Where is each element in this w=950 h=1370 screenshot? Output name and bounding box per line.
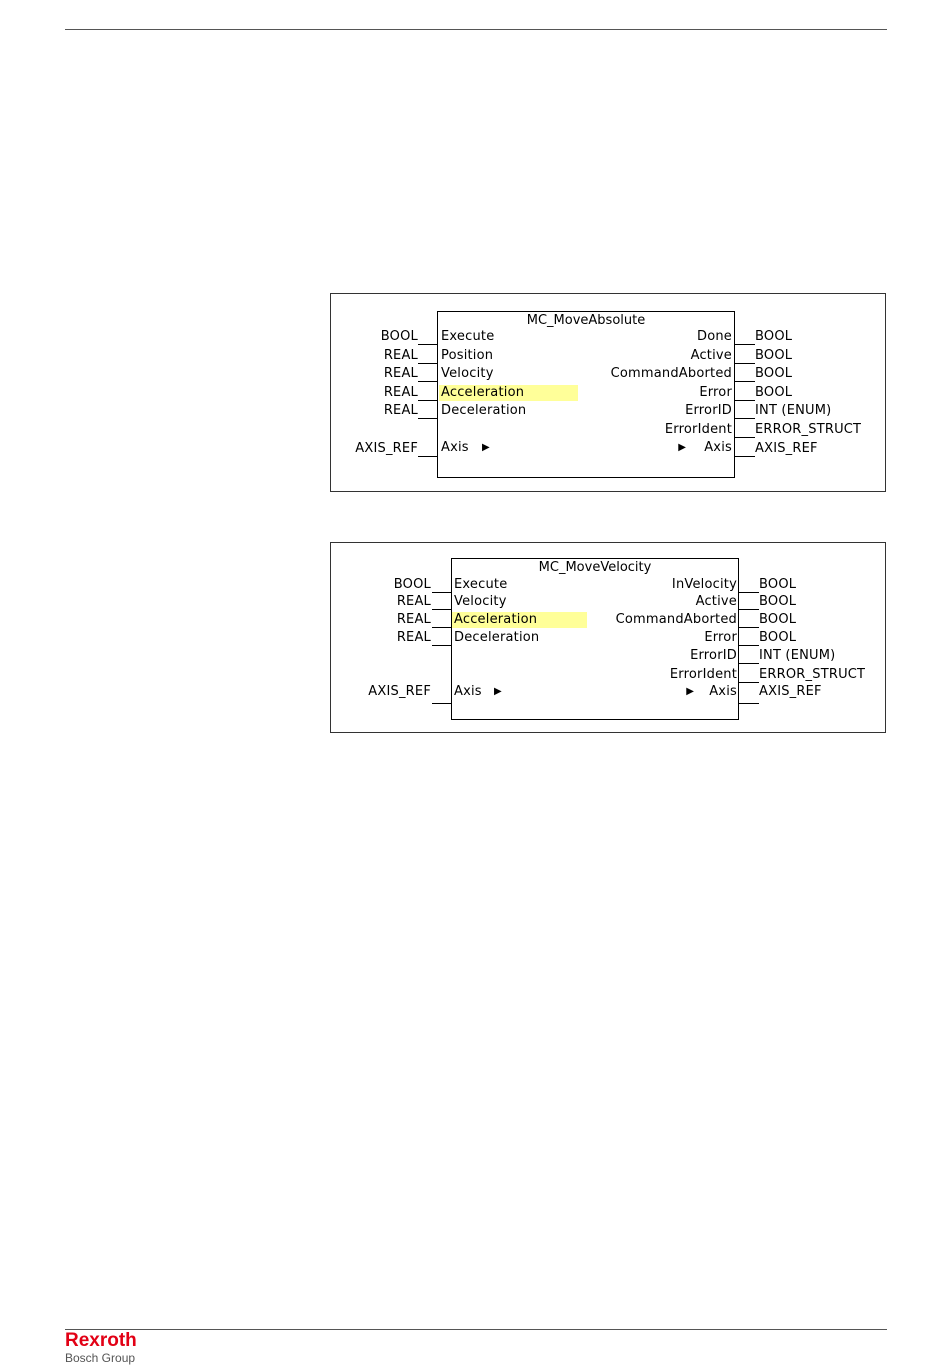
output-pin (735, 437, 755, 438)
output-errorident: ErrorIdent (664, 422, 732, 437)
output-active: Active (695, 594, 737, 609)
output-errorident: ErrorIdent (669, 667, 737, 682)
input-axis: Axis (441, 440, 469, 455)
output-type-error: BOOL (755, 385, 793, 400)
output-pin (735, 344, 755, 345)
output-active: Active (690, 348, 732, 363)
output-error: Error (699, 385, 732, 400)
input-type-velocity: REAL (396, 594, 431, 609)
output-type-errorident: ERROR_STRUCT (759, 667, 866, 682)
output-invelocity: InVelocity (671, 577, 737, 592)
input-pin (432, 592, 452, 593)
input-type-acceleration: REAL (396, 612, 431, 627)
output-type-invelocity: BOOL (759, 577, 797, 592)
output-axis: Axis (704, 440, 732, 455)
input-deceleration: Deceleration (454, 630, 540, 645)
function-block-title: MC_MoveVelocity (538, 560, 652, 575)
output-type-errorid: INT (ENUM) (755, 403, 832, 418)
input-pin (418, 400, 438, 401)
output-type-done: BOOL (755, 329, 793, 344)
output-type-active: BOOL (755, 348, 793, 363)
input-velocity: Velocity (441, 366, 494, 381)
output-type-error: BOOL (759, 630, 797, 645)
input-type-deceleration: REAL (383, 403, 418, 418)
right-arrow-icon: ▶ (686, 686, 694, 697)
right-arrow-icon: ▶ (494, 686, 502, 697)
output-pin (739, 645, 759, 646)
input-deceleration: Deceleration (441, 403, 527, 418)
function-block-mc-moveabsolute: MC_MoveAbsolute Execute Position Velocit… (437, 311, 735, 478)
input-type-deceleration: REAL (396, 630, 431, 645)
input-pin (432, 609, 452, 610)
footer-rule (65, 1329, 887, 1330)
input-type-axis: AXIS_REF (368, 684, 431, 699)
output-type-active: BOOL (759, 594, 797, 609)
output-type-axis: AXIS_REF (759, 684, 822, 699)
input-pin (418, 381, 438, 382)
output-type-errorid: INT (ENUM) (759, 648, 836, 663)
input-type-position: REAL (383, 348, 418, 363)
input-type-execute: BOOL (393, 577, 431, 592)
output-axis: Axis (709, 684, 737, 699)
input-acceleration-highlighted: Acceleration (439, 385, 578, 401)
logo-brand: Rexroth (65, 1330, 137, 1351)
input-type-acceleration: REAL (383, 385, 418, 400)
input-type-execute: BOOL (380, 329, 418, 344)
input-acceleration-highlighted: Acceleration (452, 612, 587, 628)
input-pin (418, 344, 438, 345)
output-errorid: ErrorID (690, 648, 737, 663)
input-axis: Axis (454, 684, 482, 699)
output-pin (739, 703, 759, 704)
header-rule (65, 29, 887, 30)
output-done: Done (696, 329, 732, 344)
logo-subtitle: Bosch Group (65, 1351, 136, 1365)
input-pin (418, 456, 438, 457)
output-pin (739, 609, 759, 610)
input-execute: Execute (454, 577, 508, 592)
input-pin (418, 418, 438, 419)
output-type-axis: AXIS_REF (755, 441, 818, 456)
output-error: Error (704, 630, 737, 645)
output-pin (739, 682, 759, 683)
input-execute: Execute (441, 329, 495, 344)
output-pin (735, 363, 755, 364)
output-type-errorident: ERROR_STRUCT (755, 422, 862, 437)
figure-mc-movevelocity: BOOL REAL REAL REAL AXIS_REF BOOL BOOL B… (330, 542, 886, 733)
input-pin (432, 703, 452, 704)
input-pin (432, 645, 452, 646)
input-pin (432, 627, 452, 628)
input-pin (418, 363, 438, 364)
input-type-velocity: REAL (383, 366, 418, 381)
output-pin (735, 400, 755, 401)
input-type-axis: AXIS_REF (355, 441, 418, 456)
output-type-commandaborted: BOOL (755, 366, 793, 381)
output-commandaborted: CommandAborted (610, 366, 732, 381)
output-pin (735, 456, 755, 457)
right-arrow-icon: ▶ (678, 442, 686, 453)
output-pin (735, 418, 755, 419)
output-pin (739, 663, 759, 664)
output-pin (735, 381, 755, 382)
output-commandaborted: CommandAborted (615, 612, 737, 627)
output-pin (739, 592, 759, 593)
output-type-commandaborted: BOOL (759, 612, 797, 627)
rexroth-logo: Rexroth Bosch Group (65, 1330, 137, 1366)
figure-mc-moveabsolute: BOOL REAL REAL REAL REAL AXIS_REF BOOL B… (330, 293, 886, 492)
output-errorid: ErrorID (685, 403, 732, 418)
input-velocity: Velocity (454, 594, 507, 609)
function-block-mc-movevelocity: MC_MoveVelocity Execute Velocity Acceler… (451, 558, 739, 720)
function-block-title: MC_MoveAbsolute (526, 313, 646, 328)
output-pin (739, 627, 759, 628)
right-arrow-icon: ▶ (482, 442, 490, 453)
input-position: Position (441, 348, 494, 363)
